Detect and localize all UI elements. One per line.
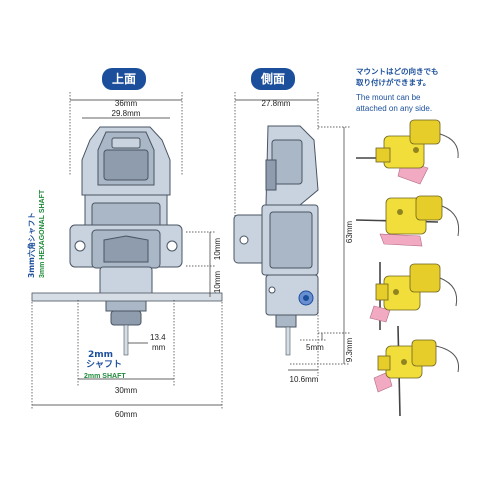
side-view-header: 側面 — [251, 68, 295, 90]
dim-5mm: 5mm — [306, 343, 324, 352]
side-view-drawing — [233, 92, 350, 376]
dim-13-4-unit: mm — [152, 343, 166, 352]
side-view-title: 側面 — [260, 71, 285, 86]
mount-example-1 — [356, 119, 459, 185]
round-shaft-label-jp-1: 2mm — [88, 350, 113, 360]
top-view-header: 上面 — [102, 68, 146, 90]
hex-shaft-label-en: 3mm HEXAGONAL SHAFT — [39, 189, 46, 278]
note-jp-line2: 取り付けができます。 — [356, 77, 430, 87]
mount-note: マウントはどの向きでも 取り付けができます。 The mount can be … — [356, 66, 439, 113]
mount-example-2 — [355, 195, 460, 247]
dim-63mm: 63mm — [345, 221, 354, 244]
top-view-drawing — [31, 92, 223, 410]
dim-10mm-lower: 10mm — [213, 271, 222, 294]
note-jp-line1: マウントはどの向きでも — [356, 66, 439, 76]
top-view-title: 上面 — [112, 71, 136, 86]
dim-13-4: 13.4 — [150, 333, 166, 342]
dim-30mm: 30mm — [115, 386, 138, 395]
dim-29-8mm: 29.8mm — [112, 109, 141, 118]
dim-36mm: 36mm — [115, 99, 138, 108]
mount-example-3 — [369, 262, 458, 330]
note-en-line1: The mount can be — [356, 93, 421, 102]
dim-60mm: 60mm — [115, 410, 138, 419]
dim-10-6mm: 10.6mm — [290, 375, 319, 384]
mount-example-4 — [373, 325, 460, 417]
hex-shaft-label-jp: 3mm六角シャフト — [26, 212, 36, 278]
note-en-line2: attached on any side. — [356, 104, 432, 113]
round-shaft-label-en: 2mm SHAFT — [84, 373, 126, 380]
dim-27-8mm: 27.8mm — [262, 99, 291, 108]
round-shaft-label-jp-2: シャフト — [86, 359, 122, 370]
dim-9-3mm: 9.3mm — [345, 337, 354, 362]
dim-10mm-upper: 10mm — [213, 238, 222, 261]
